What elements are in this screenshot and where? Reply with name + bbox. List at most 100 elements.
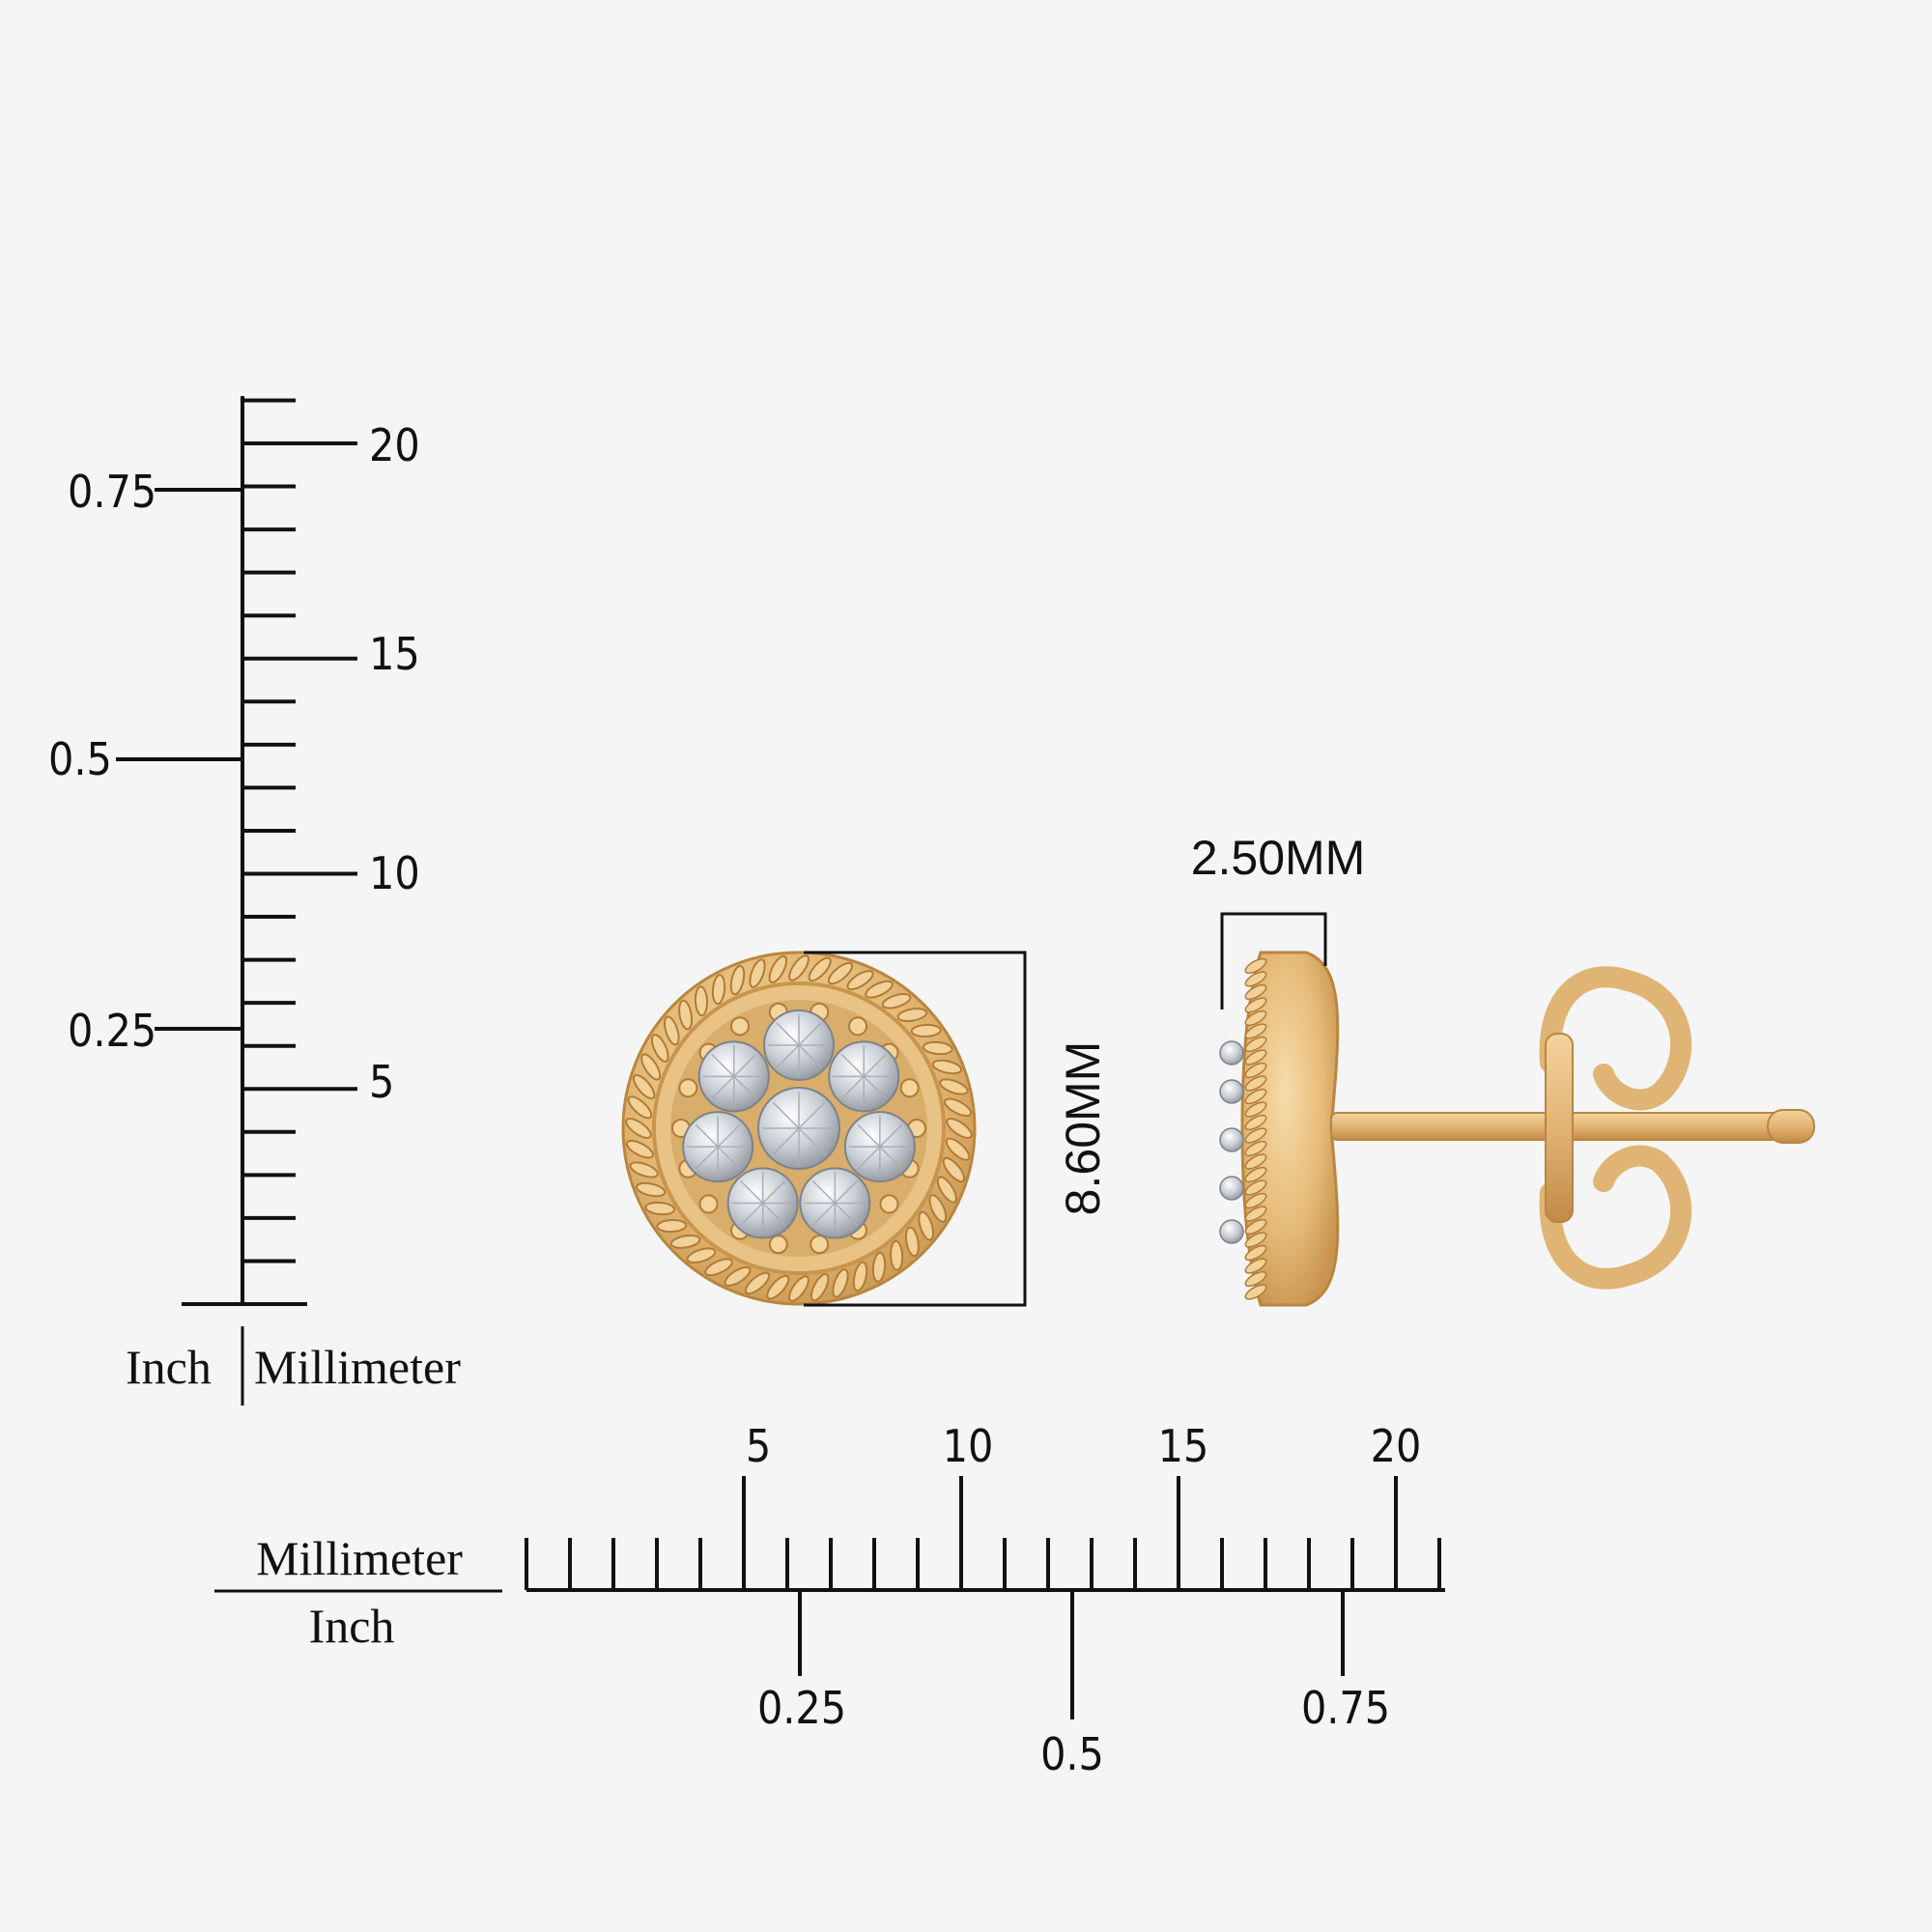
rope-twist [939,1078,969,1095]
diamond-facet [840,1053,865,1077]
rope-twist [724,1265,752,1287]
horizontal-mm-ticks [525,1476,1441,1590]
rope-twist [749,958,766,988]
rope-twist [625,1118,652,1139]
v-mm-label-10: 10 [369,847,420,899]
side-rope-twist [1244,1232,1267,1248]
earring-post-tip [1767,1109,1815,1144]
side-rope-twist [1244,1062,1267,1079]
rope-twist [808,956,832,982]
rope-twist [627,1095,653,1120]
side-rope-twist [1244,1270,1267,1288]
h-mm-label-20: 20 [1371,1420,1422,1472]
diamond-facet [879,1146,903,1170]
diamond-facet [772,1127,800,1155]
bead [730,1016,750,1037]
diamond-facet [863,1053,887,1077]
bead [879,1194,899,1214]
diamond-facet [857,1123,881,1148]
rope-twist [625,1139,655,1159]
v-inch-label-0.75: 0.75 [68,466,156,518]
horizontal-inch-caption: Inch [309,1599,395,1653]
diamond-facet [863,1075,887,1099]
rope-twist [650,1034,669,1063]
rope-twist [632,1073,656,1100]
rope-twist [904,1226,920,1258]
diamond-facet [811,1180,836,1205]
rope-twist [788,954,810,981]
bead [848,1016,867,1037]
h-mm-label-15: 15 [1158,1420,1209,1472]
rope-twist [832,1268,849,1298]
rope-twist [678,999,694,1031]
diamond-facet [879,1123,903,1148]
rope-twist [942,1156,966,1183]
rope-twist [827,961,854,985]
rope-twist [945,1137,971,1161]
rope-twist [928,1194,948,1223]
horizontal-scale: 5 10 15 20 0.25 0.5 0.75 Millimeter Inch [214,1420,1445,1780]
rope-twist [729,964,746,996]
vertical-inch-caption: Inch [126,1340,212,1394]
side-diamond-stone [1219,1079,1244,1104]
bead [899,1078,920,1098]
rope-twist [890,1239,904,1271]
rope-twist [946,1118,973,1139]
rope-twist [704,1258,733,1277]
rope-twist [865,980,894,999]
rope-twist [744,1271,771,1295]
side-rope-twist [1244,1023,1267,1039]
h-inch-label-0.25: 0.25 [757,1682,846,1734]
side-diamond-stone [1219,1176,1244,1201]
rope-twist [936,1176,957,1204]
side-rope-twist [1244,1127,1267,1144]
rope-twist [852,1261,868,1293]
side-diamond-stone [1219,1219,1244,1244]
diamond-facet [772,1101,800,1129]
earring-side-stones [1219,1040,1244,1244]
rope-twist [788,1275,810,1302]
front-dimension-bracket: 8.60MM [804,951,1110,1307]
side-rope-twist [1244,1153,1267,1170]
rope-twist [881,993,912,1009]
diamond-facet [762,1180,786,1205]
side-rope-twist [1244,1049,1267,1065]
rope-twist [669,1234,701,1249]
h-mm-label-5: 5 [746,1420,771,1472]
diamond-facet [840,1075,865,1099]
diamond-facet [798,1044,822,1068]
earring-rope-border [625,954,973,1302]
diamond-facet [798,1022,822,1046]
diamond-facet [711,1075,735,1099]
v-inch-label-0.25: 0.25 [68,1005,156,1057]
side-rope-twist [1244,1244,1267,1262]
earring-side-rope [1244,957,1267,1300]
rope-twist [686,1247,717,1264]
rope-twist [640,1053,662,1081]
earring-side-view [1219,951,1815,1307]
butterfly-lower-loop [1539,1145,1692,1290]
h-inch-label-0.75: 0.75 [1301,1682,1390,1734]
v-mm-label-5: 5 [369,1056,394,1108]
rope-twist [931,1059,963,1075]
bead [810,1235,830,1255]
bead [768,1235,788,1255]
vertical-mm-caption: Millimeter [254,1340,461,1394]
v-inch-label-0.5: 0.5 [48,733,112,785]
front-dimension-label: 8.60MM [1056,1041,1110,1216]
diamond-facet [811,1202,836,1226]
side-rope-twist [1244,997,1267,1013]
side-dimension-bracket: 2.50MM [1191,831,1366,1009]
side-rope-twist [1244,1166,1267,1183]
diamond-facet [834,1202,858,1226]
vertical-mm-ticks [242,398,357,1264]
diamond-facet [798,1101,826,1129]
vertical-inch-ticks [116,488,242,1031]
side-diamond-stone [1219,1040,1244,1065]
rope-twist [810,1272,830,1302]
side-rope-twist [1244,1114,1267,1131]
side-dimension-label: 2.50MM [1191,831,1366,885]
h-mm-label-10: 10 [943,1420,994,1472]
rope-twist [896,1008,928,1023]
side-diamond-stone [1219,1127,1244,1152]
